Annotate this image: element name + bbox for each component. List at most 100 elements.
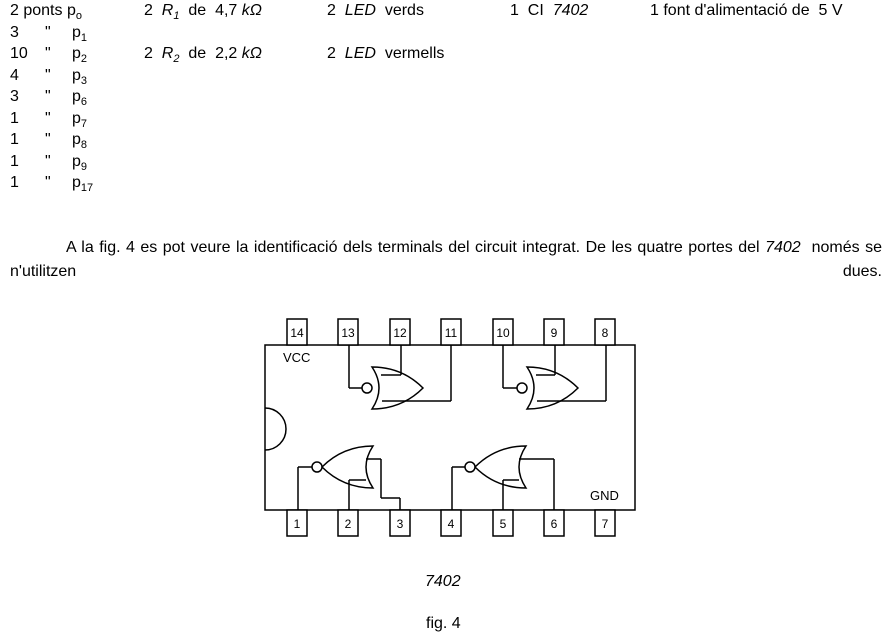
resistor-de: de [188,45,207,62]
resistor-de: de [188,2,207,19]
row-qty: 2 ponts [10,2,63,19]
top-pin-box [594,318,616,346]
chip-body [264,344,636,511]
row-mark: " [45,45,51,62]
bottom-pin-number: 5 [500,517,507,531]
bottom-pin-number: 2 [345,517,352,531]
power-item: 1 font d'alimentació de 5 V [650,2,843,20]
led-green: 2 LED verds [327,2,424,20]
row-qty: 1 [10,109,19,127]
nor-gate-bottom-right [451,445,555,510]
row-p: p [72,131,81,148]
row-mark: " [45,88,51,105]
ic-item: 1 CI 7402 [510,2,588,20]
row-p-wrap: p1 [72,23,88,44]
row-p: p [72,174,81,191]
top-pin-box [389,318,411,346]
row-p: p [72,66,81,84]
row-qty: 3 [10,88,19,105]
component-row: 2 ponts po [10,2,82,22]
resistor-r2: 2 R2 de 2,2 kΩ [144,45,262,65]
bottom-pin-number: 7 [602,517,609,531]
row-sub: 2 [80,53,88,65]
top-pin-box [337,318,359,346]
power-value: 5 V [818,2,843,19]
top-pins: 14 13 12 11 10 9 8 [286,318,616,346]
row-p: p [66,2,76,19]
bottom-pin-number: 1 [294,517,301,531]
ic-qty: 1 [510,2,519,19]
row-sub: 6 [80,96,88,108]
row-sub: 1 [80,31,88,44]
row-sub: 3 [80,74,88,87]
figure-caption: fig. 4 [426,615,461,632]
row-p: p [72,109,81,127]
row-p-wrap: p17 [72,174,94,194]
top-pin-number: 9 [551,326,558,340]
row-sub: 8 [80,139,88,151]
row-mark: " [45,23,51,41]
led-color: vermells [384,45,445,62]
row-qty: 4 [10,66,19,84]
top-pin-box [286,318,308,346]
top-pin-number: 11 [445,326,458,340]
paragraph-text-2: només se n'utilitzen dues. [10,239,883,280]
chip-notch [264,407,287,451]
bottom-pin-box [286,509,308,537]
description-paragraph: A la fig. 4 es pot veure la identificaci… [10,236,882,308]
figure-model-label: 7402 [425,573,461,590]
resistor-unit: kΩ [241,2,262,19]
row-sub: 17 [80,182,94,194]
row-p: p [72,23,81,41]
top-pin-number: 10 [496,326,510,340]
vcc-label: VCC [283,350,310,365]
paragraph-text-1: A la fig. 4 es pot veure la identificaci… [66,239,760,256]
nor-gate-top-left [348,345,452,410]
row-p-wrap: p2 [72,45,88,65]
resistor-r1: 2 R1 de 4,7 kΩ [144,2,262,22]
bottom-pin-box [337,509,359,537]
top-pin-number: 12 [393,326,407,340]
led-color: verds [384,2,424,19]
resistor-qty: 2 [144,2,153,19]
row-qty: 1 [10,131,19,148]
row-p: p [72,152,81,170]
top-pin-number: 13 [341,326,355,340]
bottom-pin-number: 4 [448,517,455,531]
row-p: p [72,45,81,62]
top-pin-number: 14 [290,326,304,340]
resistor-value: 4,7 [215,2,238,19]
row-p-wrap: p8 [72,131,88,151]
row-mark: " [45,109,51,127]
ic-model: 7402 [552,2,589,19]
row-qty: 1 [10,174,19,191]
row-p-wrap: p9 [72,152,88,173]
resistor-sub: 1 [173,10,180,22]
top-pin-number: 8 [602,326,609,340]
power-text: 1 font d'alimentació de [650,2,810,19]
row-qty: 1 [10,152,19,170]
nor-gate-top-right [502,345,607,410]
resistor-sub: 2 [173,53,180,65]
led-qty: 2 [327,2,336,19]
row-mark: " [45,131,51,148]
row-mark: " [45,152,51,170]
paragraph-model: 7402 [765,239,801,256]
ic-label: CI [527,2,544,19]
row-sub: o [75,10,82,22]
led-name: LED [344,45,376,62]
resistor-qty: 2 [144,45,153,62]
row-qty: 10 [10,45,28,62]
led-qty: 2 [327,45,336,62]
bottom-pin-box [594,509,616,537]
row-sub: 9 [80,160,88,173]
row-qty: 3 [10,23,19,41]
row-mark: " [45,66,51,84]
nor-gate-bottom-left [297,445,401,510]
led-name: LED [344,2,376,19]
resistor-value: 2,2 [215,45,238,62]
row-p: p [72,88,81,105]
resistor-symbol: R [161,2,174,19]
